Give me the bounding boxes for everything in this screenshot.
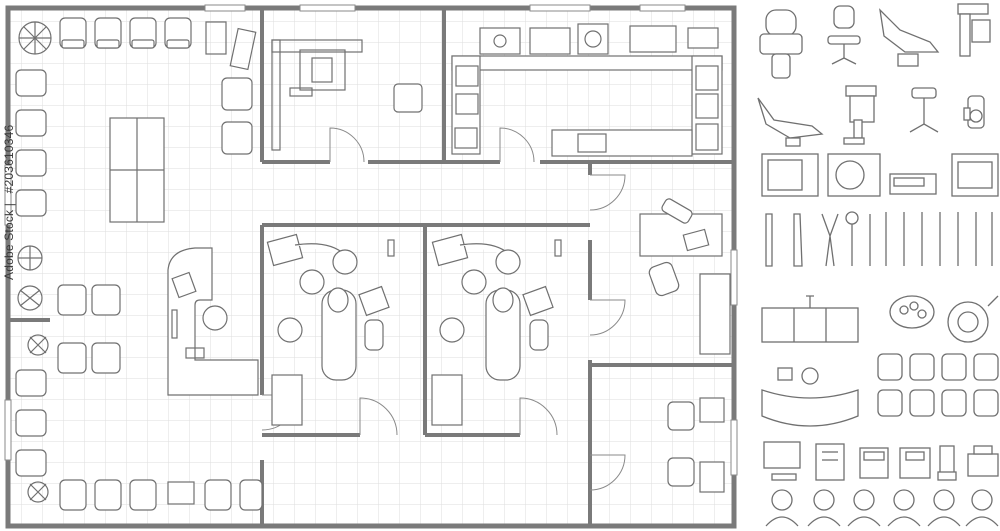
dental-chair-icon (759, 9, 803, 79)
sterilization-counter (451, 23, 723, 157)
watermark-separator: | (2, 202, 16, 207)
autoclave-icon (827, 153, 881, 197)
printer-icon (967, 445, 999, 477)
waiting-chairs-left (15, 69, 47, 477)
waiting-chairs-center (57, 77, 253, 374)
icon-library (757, 3, 999, 527)
microwave-icon (761, 153, 819, 197)
floor-tiles (10, 10, 732, 524)
reception-desk-icon (761, 367, 859, 427)
watermark-brand: Adobe Stock (2, 209, 16, 280)
reclined-chair-icon (879, 8, 940, 67)
waiting-chairs-icon (877, 353, 999, 417)
xray-unit-icon (843, 85, 877, 145)
floor-plan (4, 4, 738, 529)
led-lamp-icon (947, 295, 999, 343)
oven-icon (951, 153, 999, 197)
panoramic-xray-icon (957, 3, 991, 57)
office-furniture (639, 198, 731, 355)
cordless-phone-icon (937, 445, 957, 481)
watermark-number: #203610346 (2, 124, 16, 194)
phone-icon (859, 447, 889, 479)
back-office-furniture (667, 397, 725, 493)
stool-icon (827, 5, 861, 65)
fax-icon (899, 447, 931, 479)
document-icon (815, 443, 845, 481)
instruments (765, 211, 993, 267)
watermark: Adobe Stock | #203610346 (2, 125, 16, 280)
stool-2-icon (909, 87, 939, 133)
waiting-chairs-bottom (59, 479, 263, 511)
treatment-room-1-equipment (266, 233, 395, 426)
computer-icon (763, 441, 801, 481)
sterilizer-icon (889, 173, 937, 195)
cabinet-icon (761, 295, 859, 343)
side-dental-chair-icon (757, 97, 824, 147)
treatment-room-2-equipment (431, 233, 562, 426)
waiting-chairs-top (59, 17, 192, 49)
windows (4, 4, 738, 476)
interior-walls (8, 8, 734, 526)
plants (17, 21, 52, 503)
xray-equipment (271, 39, 423, 151)
dental-lamp-icon (889, 295, 935, 329)
xray-sensor-icon (963, 95, 985, 129)
people-icons (765, 489, 999, 527)
